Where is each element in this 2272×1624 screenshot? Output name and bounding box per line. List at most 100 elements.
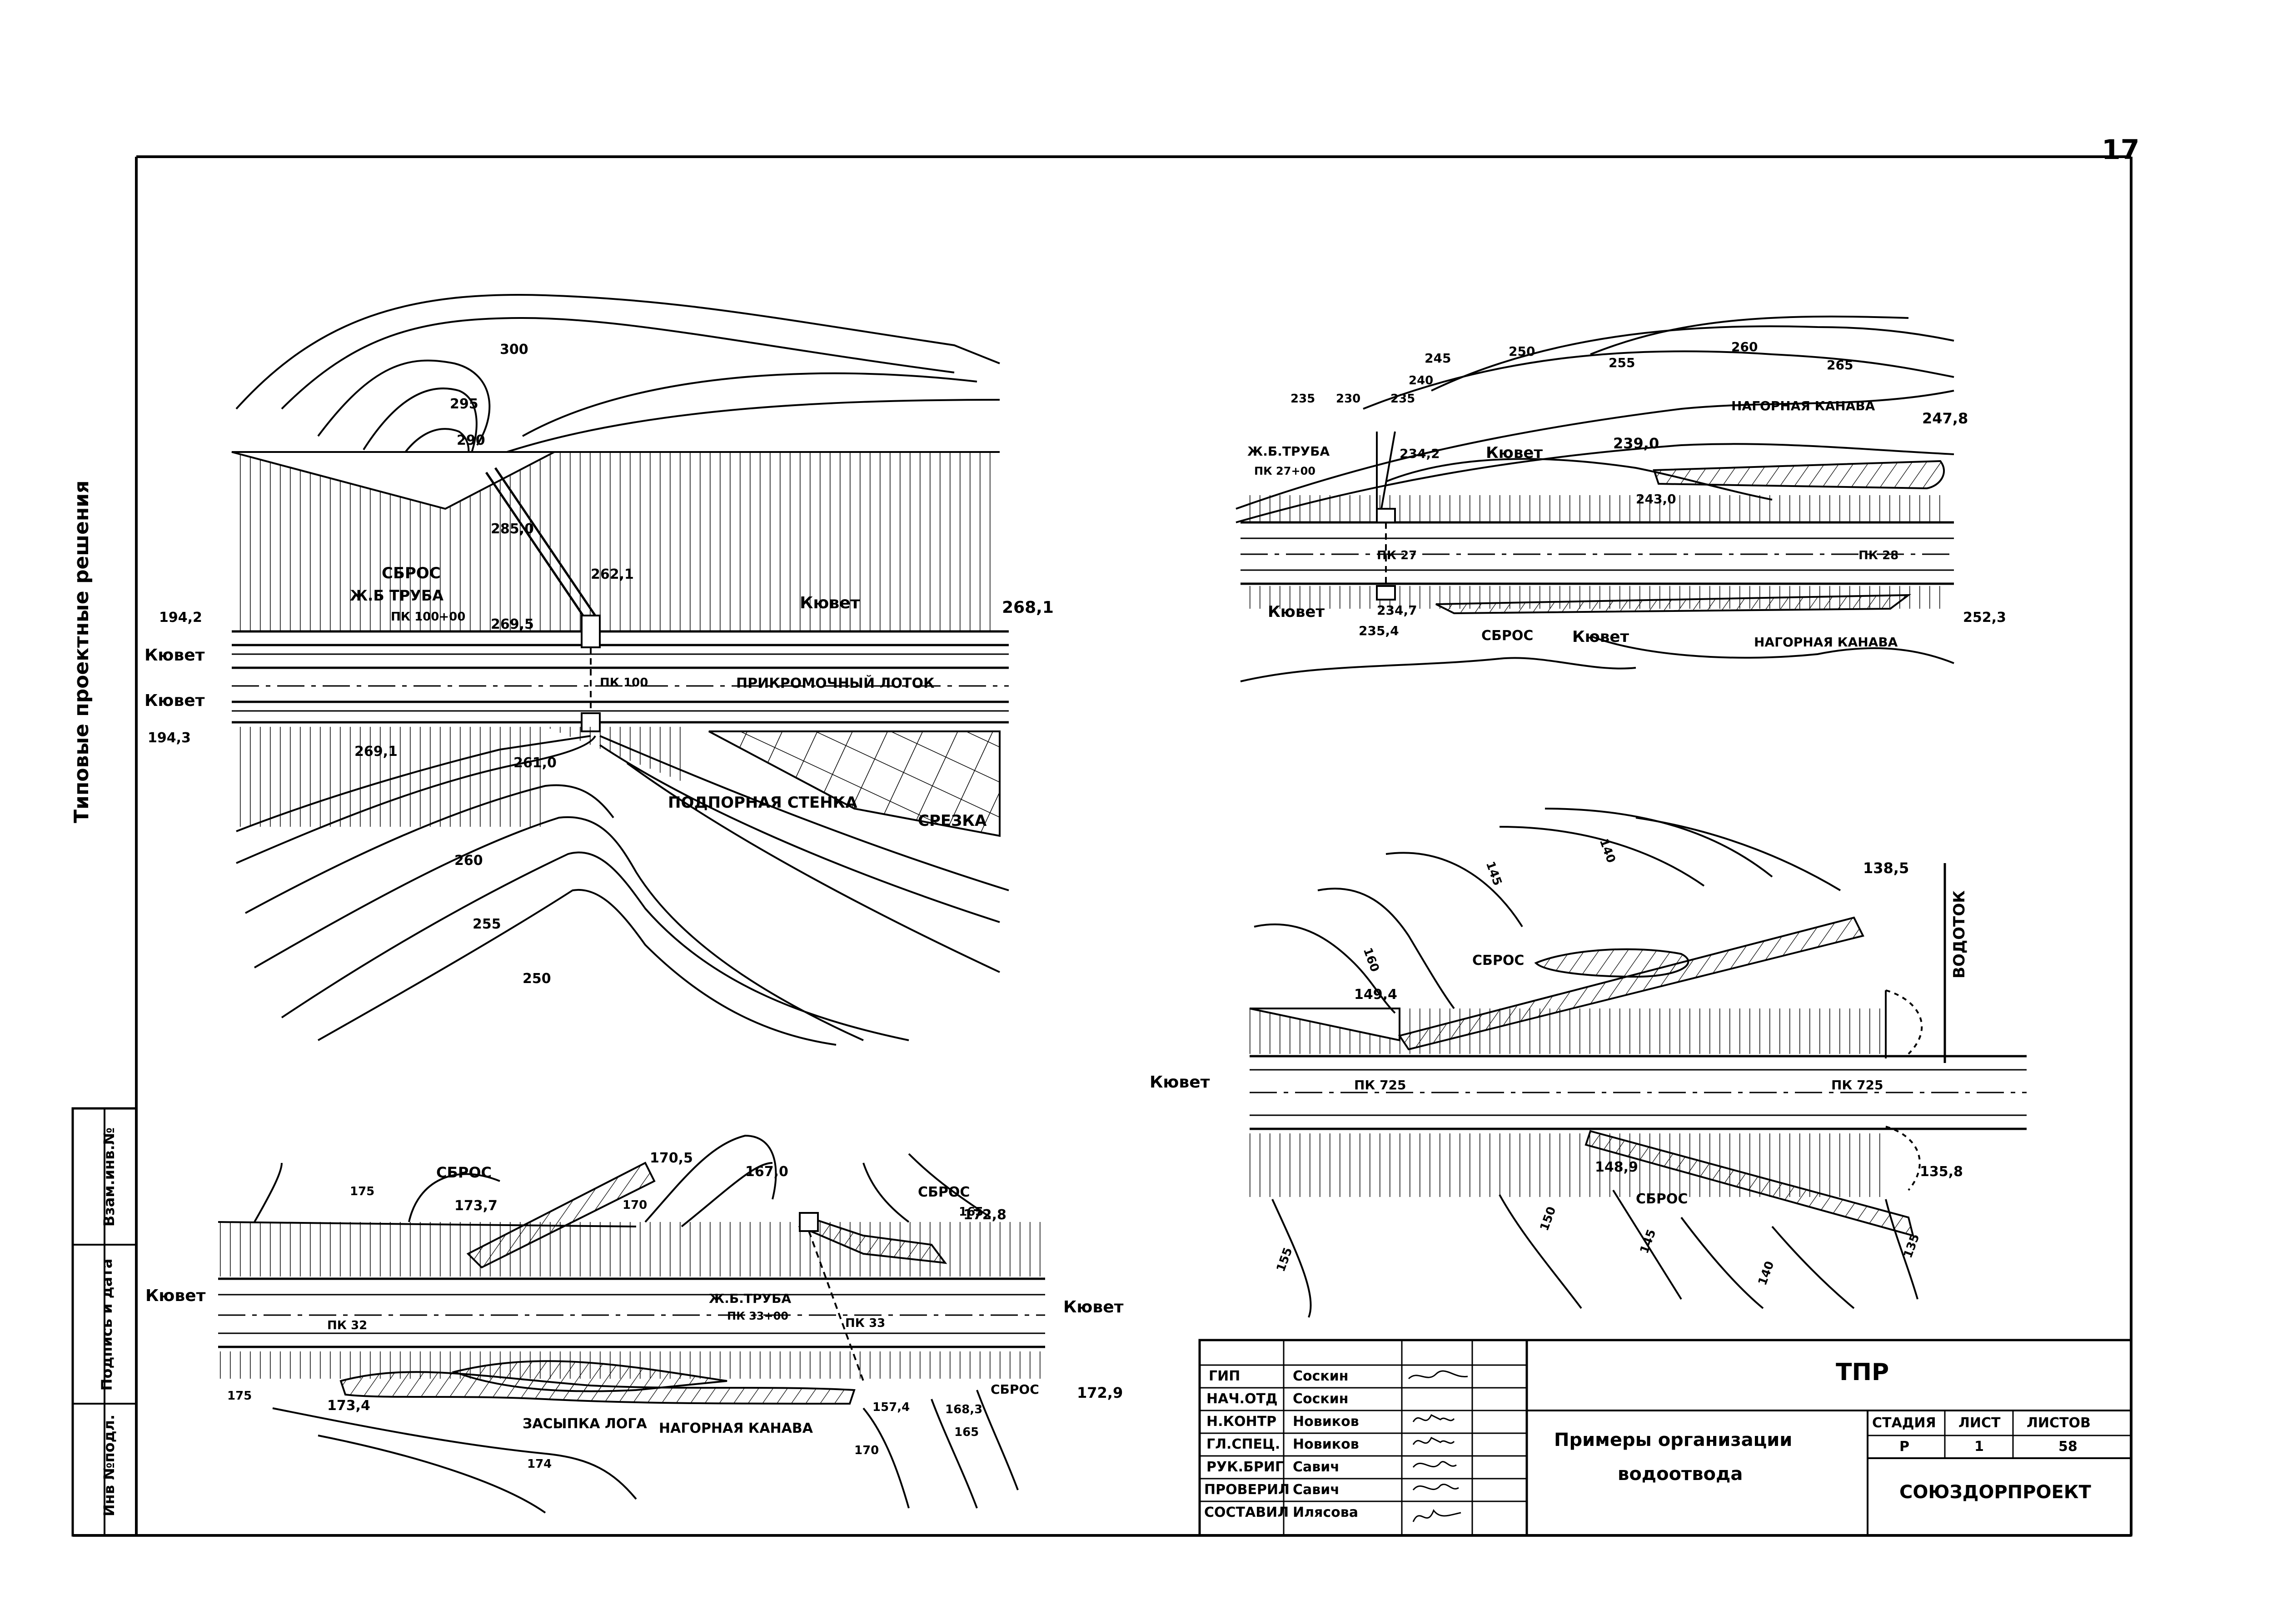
label-nagornaya: НАГОРНАЯ КАНАВА [1754, 635, 1898, 650]
label-kyuvet: Кювет [1150, 1073, 1210, 1092]
elevation-label: 194,3 [148, 730, 191, 746]
label-kyuvet: Кювет [1063, 1298, 1124, 1316]
plan-top-right [1236, 315, 1954, 682]
contour-label: 165 [959, 1205, 984, 1219]
label-truba: Ж.Б.ТРУБА [709, 1291, 792, 1306]
label-pk: ПК 725 [1831, 1078, 1883, 1093]
elevation-label: 234,7 [1377, 603, 1417, 618]
name-sostavil: Илясова [1293, 1505, 1358, 1520]
signature-mark [1412, 1414, 1455, 1422]
elevation-label: 170,5 [650, 1150, 693, 1166]
contour-label: 300 [500, 342, 528, 358]
title-block [1198, 1339, 2132, 1537]
label-pk: ПК 725 [1354, 1078, 1406, 1093]
contour-line [1612, 1189, 1682, 1300]
signature-mark [1412, 1509, 1461, 1522]
contour-line [317, 359, 491, 446]
contour-line [281, 317, 955, 410]
label-truba-pk: ПК 100+00 [391, 610, 466, 624]
elevation-label: 268,1 [1002, 598, 1054, 617]
label-kyuvet: Кювет [1572, 628, 1629, 646]
contour-line [408, 1173, 500, 1222]
name-nach-otd: Соскин [1293, 1391, 1349, 1407]
elevation-label: 194,2 [159, 610, 202, 626]
elevation-label: 135,8 [1920, 1164, 1963, 1180]
name-ruk-brig: Савич [1293, 1459, 1340, 1475]
elevation-label: 261,0 [513, 755, 557, 771]
stamp-inv-podl: Инв №подл. [100, 1414, 118, 1517]
contour-line [644, 1134, 777, 1223]
contour-line [363, 387, 478, 473]
role-gl-spec: ГЛ.СПЕЦ. [1206, 1436, 1280, 1452]
elevation-label: 172,9 [1077, 1384, 1123, 1401]
elevation-label: 285,0 [491, 521, 534, 537]
label-kyuvet: Кювет [144, 691, 205, 710]
elevation-label: 172,8 [963, 1207, 1006, 1223]
label-zasypka: ЗАСЫПКА ЛОГА [523, 1416, 647, 1432]
elevation-label: 247,8 [1922, 410, 1968, 427]
contour-label: 174 [527, 1457, 552, 1471]
contour-label: 295 [450, 396, 478, 412]
contour-line [1885, 1199, 1918, 1300]
contour-line [318, 889, 837, 1046]
contour-line [1771, 1226, 1855, 1309]
contour-line [235, 293, 1000, 410]
contour-line [1499, 1194, 1582, 1309]
contour-line [862, 1407, 910, 1509]
contour-label: 165 [954, 1425, 979, 1439]
page-number: 17 [2102, 134, 2140, 166]
contour-line [1590, 315, 1909, 355]
contour-label: 250 [1509, 344, 1535, 359]
elevation-label: 252,3 [1963, 610, 2006, 626]
plan-bottom-right [1249, 808, 2027, 1318]
contour-line [1254, 923, 1396, 1014]
contour-line [499, 399, 1000, 455]
contour-label: 265 [1827, 358, 1853, 372]
signature-mark [1412, 1461, 1457, 1468]
label-sbros: СБРОС [436, 1164, 492, 1181]
label-pridorozhny-lotok: ПРИКРОМОЧНЫЙ ЛОТОК [736, 675, 935, 691]
drawing-code: ТПР [1836, 1359, 1889, 1386]
contour-label: 170 [623, 1198, 648, 1212]
contour-label: 290 [457, 432, 485, 448]
contour-line [976, 1390, 1019, 1490]
label-kyuvet: Кювет [144, 646, 205, 665]
label-kyuvet: Кювет [1268, 603, 1325, 621]
elevation-label: 173,7 [454, 1198, 498, 1214]
elevation-label: 239,0 [1613, 435, 1659, 452]
label-srezka: СРЕЗКА [918, 812, 987, 830]
label-nagornaya: НАГОРНАЯ КАНАВА [659, 1420, 813, 1436]
contour-line [1590, 635, 1954, 664]
signature-mark [1408, 1370, 1468, 1380]
signatures [1408, 1370, 1468, 1522]
label-sbros: СБРОС [1481, 628, 1534, 644]
label-sbros: СБРОС [382, 564, 441, 582]
role-n-kontr: Н.КОНТР [1206, 1414, 1277, 1430]
role-ruk-brig: РУК.БРИГ [1206, 1459, 1284, 1475]
contour-line [1680, 1217, 1764, 1309]
elevation-label: 235,4 [1359, 623, 1399, 638]
elevation-label: 173,4 [327, 1398, 370, 1414]
contour-line [236, 735, 596, 864]
elevation-label: 168,3 [945, 1403, 983, 1416]
label-kyuvet: Кювет [145, 1286, 206, 1305]
label-pk: ПК 32 [327, 1319, 368, 1332]
contour-line [1271, 1199, 1312, 1318]
contour-line [318, 1435, 546, 1514]
contour-line [931, 1399, 978, 1509]
label-podpornaya-stenka: ПОДПОРНАЯ СТЕНКА [668, 794, 857, 812]
contour-line [1317, 888, 1455, 1009]
elevation-label: 234,2 [1400, 446, 1440, 461]
contour-line [1385, 852, 1523, 928]
stamp-podpis-data: Подпись и дата [98, 1258, 115, 1391]
name-gip: Соскин [1293, 1368, 1349, 1384]
label-vodotok: ВОДОТОК [1950, 890, 1968, 978]
drawing-title-line1: Примеры организации [1554, 1430, 1793, 1450]
signature-mark [1412, 1484, 1459, 1491]
stamp-vzam-inv: Взам.инв.№ [100, 1127, 118, 1227]
name-proveril: Савич [1293, 1482, 1340, 1498]
contour-line [1499, 826, 1705, 887]
contour-label: 260 [454, 853, 483, 869]
label-sbros: СБРОС [1472, 953, 1525, 968]
contour-label: 240 [1409, 374, 1434, 387]
